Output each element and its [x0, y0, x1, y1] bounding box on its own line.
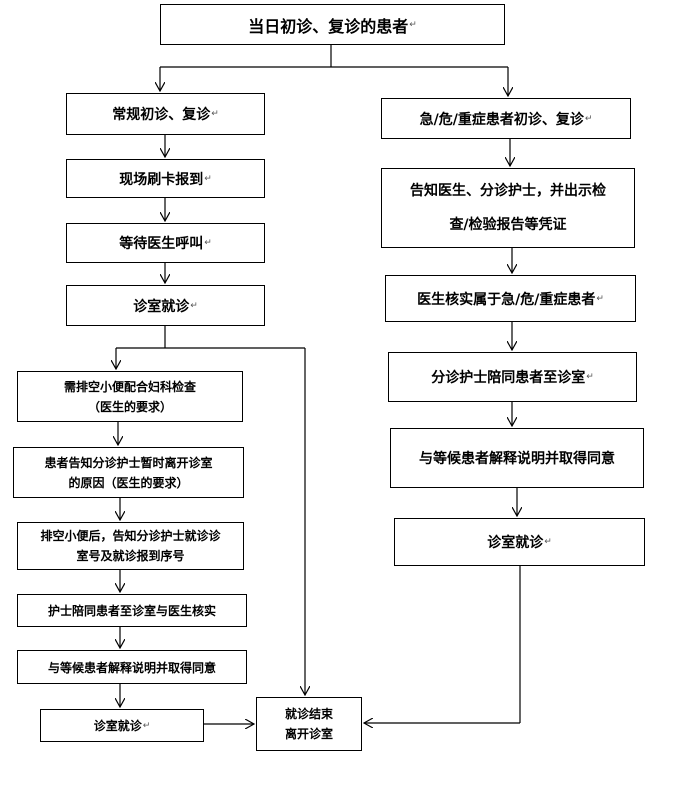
wait-call-node: 等待医生呼叫↵: [66, 223, 265, 263]
urgent-visit-label: 急/危/重症患者初诊、复诊: [419, 111, 584, 128]
paragraph-mark: ↵: [544, 537, 552, 547]
routine-visit-label: 常规初诊、复诊: [112, 107, 211, 123]
urine-exam-label: 需排空小便配合妇科检查 （医生的要求）: [63, 379, 196, 414]
paragraph-mark: ↵: [142, 720, 151, 731]
temporary-leave-node: 患者告知分诊护士暂时离开诊室 的原因（医生的要求）: [13, 447, 244, 498]
wait-call-label: 等待医生呼叫: [119, 236, 204, 252]
explain-waiting-label-2: 与等候患者解释说明并取得同意: [419, 451, 615, 467]
paragraph-mark: ↵: [409, 19, 417, 30]
nurse-escort-label-1: 护士陪同患者至诊室与医生核实: [47, 604, 216, 618]
explain-waiting-node-1: 与等候患者解释说明并取得同意: [17, 650, 247, 684]
paragraph-mark: ↵: [204, 173, 212, 184]
notify-staff-node: 告知医生、分诊护士，并出示检 查/检验报告等凭证: [381, 168, 635, 248]
paragraph-mark: ↵: [586, 372, 594, 382]
return-report-label: 排空小便后，告知分诊护士就诊诊 室号及就诊报到序号: [40, 529, 221, 563]
notify-staff-label: 告知医生、分诊护士，并出示检 查/检验报告等凭证: [410, 183, 606, 233]
paragraph-mark: ↵: [584, 113, 593, 124]
clinic-visit-node-1: 诊室就诊↵: [66, 285, 265, 326]
start-label: 当日初诊、复诊的患者: [248, 16, 409, 36]
temporary-leave-label: 患者告知分诊护士暂时离开诊室 的原因（医生的要求）: [44, 455, 213, 490]
start-node: 当日初诊、复诊的患者↵: [160, 4, 505, 45]
clinic-visit-node-2: 诊室就诊↵: [40, 709, 204, 742]
routine-visit-node: 常规初诊、复诊↵: [66, 93, 265, 135]
clinic-visit-node-3: 诊室就诊↵: [394, 518, 645, 566]
doctor-verify-node: 医生核实属于急/危/重症患者↵: [385, 275, 636, 322]
card-checkin-label: 现场刷卡报到: [119, 171, 204, 188]
nurse-escort-node-2: 分诊护士陪同患者至诊室↵: [388, 352, 637, 402]
nurse-escort-node-1: 护士陪同患者至诊室与医生核实: [17, 594, 247, 627]
card-checkin-node: 现场刷卡报到↵: [66, 159, 265, 198]
doctor-verify-label: 医生核实属于急/危/重症患者: [417, 291, 596, 308]
paragraph-mark: ↵: [204, 238, 212, 248]
paragraph-mark: ↵: [596, 293, 604, 304]
urine-exam-node: 需排空小便配合妇科检查 （医生的要求）: [17, 371, 243, 422]
visit-end-label: 就诊结束 离开诊室: [284, 707, 333, 741]
explain-waiting-label-1: 与等候患者解释说明并取得同意: [47, 660, 216, 675]
paragraph-mark: ↵: [190, 300, 198, 311]
visit-end-node: 就诊结束 离开诊室: [256, 697, 362, 751]
urgent-visit-node: 急/危/重症患者初诊、复诊↵: [381, 98, 631, 139]
return-report-node: 排空小便后，告知分诊护士就诊诊 室号及就诊报到序号: [17, 522, 244, 570]
clinic-visit-label-1: 诊室就诊: [133, 298, 190, 315]
nurse-escort-label-2: 分诊护士陪同患者至诊室: [431, 370, 586, 386]
explain-waiting-node-2: 与等候患者解释说明并取得同意: [390, 428, 644, 488]
clinic-visit-label-3: 诊室就诊: [487, 535, 544, 551]
clinic-visit-label-2: 诊室就诊: [93, 719, 142, 733]
paragraph-mark: ↵: [211, 109, 219, 119]
